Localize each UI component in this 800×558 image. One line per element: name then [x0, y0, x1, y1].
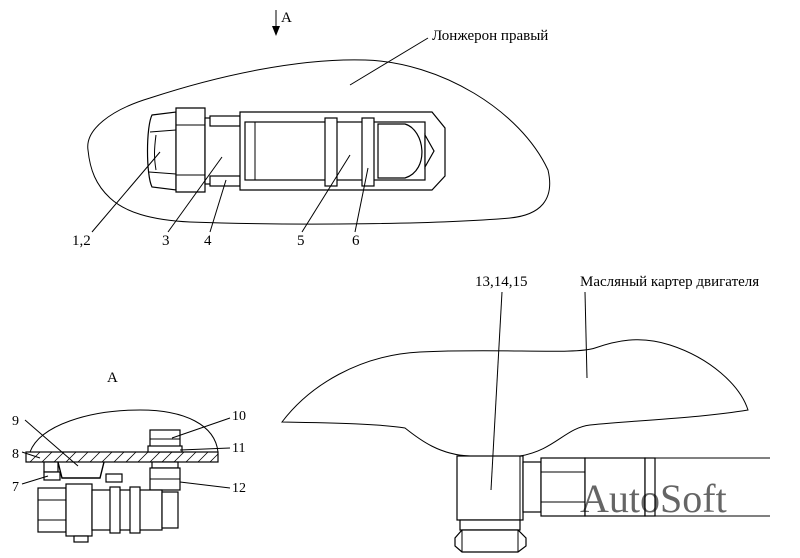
- view-a-section: [25, 409, 219, 543]
- view-arrow: А: [272, 10, 292, 36]
- callout-7: 7: [12, 480, 19, 495]
- coupling-fitting: [146, 107, 446, 193]
- callout-6: 6: [352, 233, 360, 249]
- oil-pan-label: Масляный картер двигателя: [580, 274, 759, 290]
- view-a-title: А: [107, 370, 118, 386]
- callout-3: 3: [162, 233, 170, 249]
- view-arrow-label: А: [281, 10, 292, 26]
- callout-11: 11: [232, 441, 245, 456]
- callout-12: 12: [232, 481, 246, 496]
- watermark: AutoSoft: [580, 476, 727, 521]
- callout-5: 5: [297, 233, 305, 249]
- callouts-top: 1,2 3 4 5 6: [72, 151, 369, 249]
- callout-13-14-15: 13,14,15: [475, 274, 528, 290]
- spar-label-group: Лонжерон правый: [349, 28, 548, 86]
- callout-8: 8: [12, 447, 19, 462]
- plate-hatching: [29, 451, 219, 463]
- spar-outline: [87, 59, 551, 225]
- oil-pan-fitting: [454, 455, 770, 553]
- callout-1-2: 1,2: [72, 233, 91, 249]
- spar-label: Лонжерон правый: [432, 28, 548, 44]
- callout-4: 4: [204, 233, 212, 249]
- oil-pan-outline: [281, 339, 749, 457]
- callout-10: 10: [232, 409, 246, 424]
- callouts-view-a: 9 8 7 10 11 12: [12, 409, 246, 496]
- oil-pan-label-group: Масляный картер двигателя 13,14,15: [475, 274, 759, 491]
- callout-9: 9: [12, 414, 19, 429]
